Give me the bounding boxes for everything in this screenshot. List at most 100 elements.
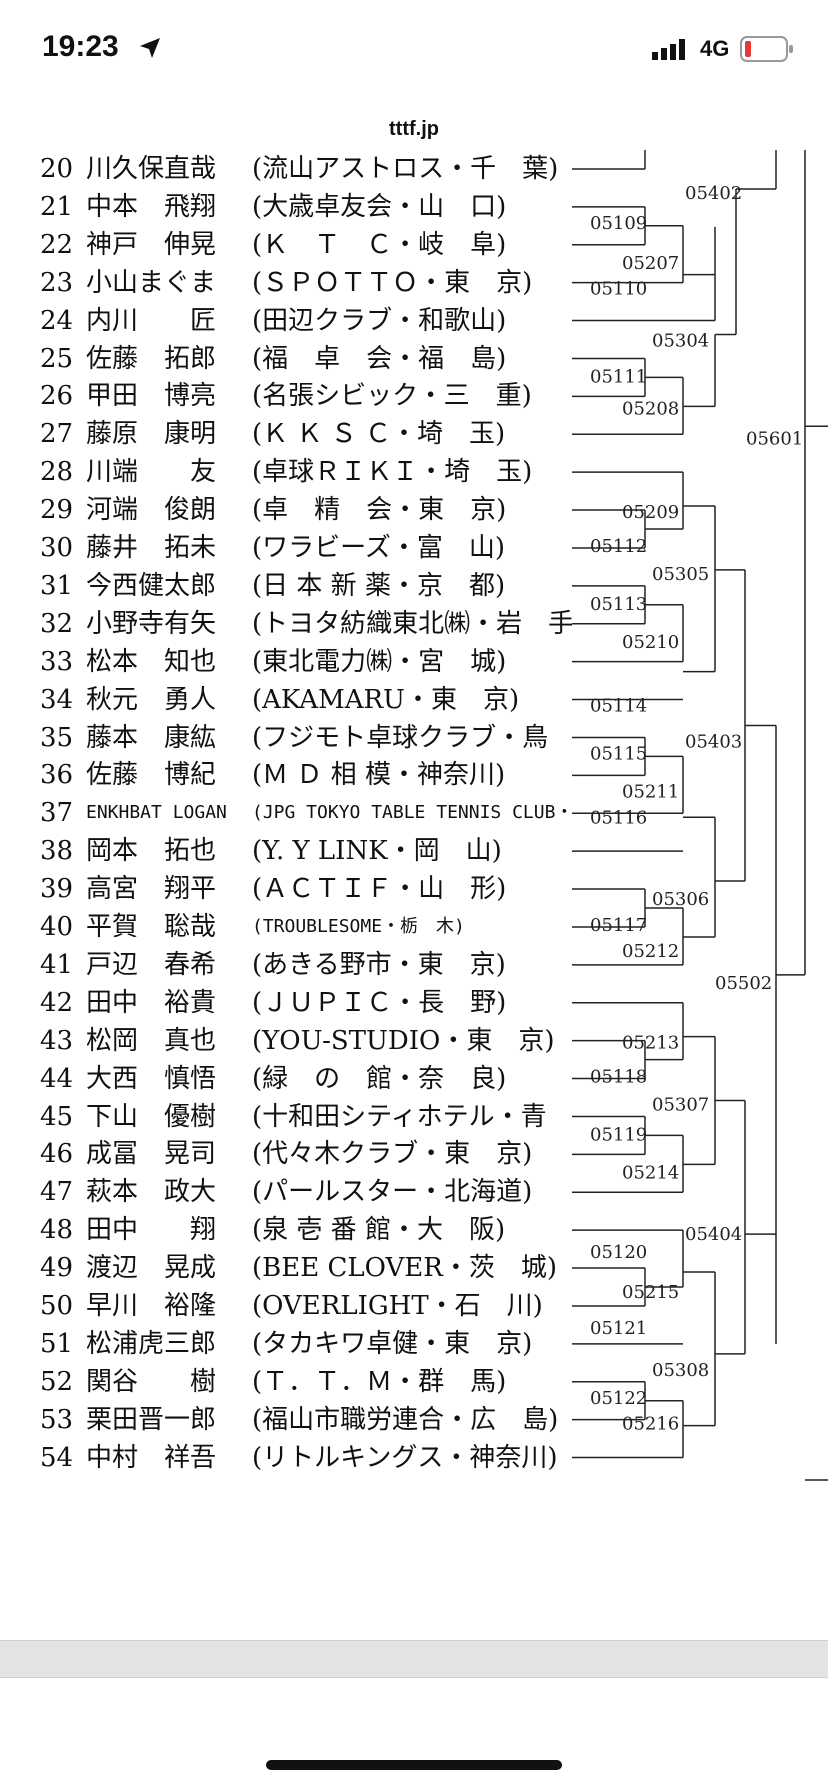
player-club: (Ｋ Ｋ Ｓ Ｃ・埼 玉) bbox=[252, 419, 506, 450]
player-club: (日 本 新 薬・京 都) bbox=[252, 570, 506, 601]
match-code: 05403 bbox=[685, 731, 742, 752]
player-name: 川久保直哉 bbox=[86, 154, 217, 184]
network-type: 4G bbox=[700, 36, 730, 61]
match-code: 05502 bbox=[715, 973, 772, 994]
player-number: 38 bbox=[40, 836, 74, 867]
match-code: 05404 bbox=[685, 1224, 742, 1245]
match-code: 05402 bbox=[685, 183, 742, 204]
player-number: 39 bbox=[40, 874, 74, 905]
player-name: 松本 知也 bbox=[86, 646, 217, 677]
player-name: 戸辺 春希 bbox=[86, 949, 217, 980]
player-name: 神戸 伸晃 bbox=[86, 229, 217, 260]
player-row: 49 渡辺 晃成 (BEE CLOVER・茨 城) bbox=[0, 1249, 828, 1287]
match-code: 05307 bbox=[652, 1094, 709, 1115]
player-number: 40 bbox=[40, 912, 74, 942]
match-code: 05304 bbox=[652, 331, 709, 352]
match-code: 05305 bbox=[652, 564, 709, 585]
player-number: 25 bbox=[40, 343, 74, 374]
player-number: 48 bbox=[40, 1215, 74, 1246]
player-number: 35 bbox=[40, 722, 74, 753]
match-code: 05306 bbox=[652, 889, 709, 910]
player-name: 小野寺有矢 bbox=[86, 608, 217, 639]
player-number: 24 bbox=[40, 305, 74, 336]
player-club: (パールスター・北海道) bbox=[252, 1177, 533, 1208]
match-code: 05112 bbox=[590, 536, 647, 557]
player-row: 54 中村 祥吾 (リトルキングス・神奈川) bbox=[0, 1439, 828, 1477]
player-number: 22 bbox=[40, 229, 74, 260]
player-row: 48 田中 翔 (泉 壱 番 館・大 阪) bbox=[0, 1211, 828, 1249]
player-name: 関谷 樹 bbox=[86, 1366, 217, 1397]
player-club: (BEE CLOVER・茨 城) bbox=[252, 1253, 557, 1284]
player-number: 36 bbox=[40, 760, 74, 791]
status-time: 19:23 bbox=[42, 30, 119, 63]
match-code: 05115 bbox=[590, 743, 647, 764]
player-club: (名張シビック・三 重) bbox=[252, 381, 532, 412]
match-code: 05207 bbox=[622, 253, 679, 274]
player-name: 松浦虎三郎 bbox=[86, 1328, 217, 1359]
player-number: 27 bbox=[40, 419, 74, 450]
player-name: 藤原 康明 bbox=[86, 419, 217, 450]
player-number: 53 bbox=[40, 1404, 74, 1435]
player-name: 岡本 拓也 bbox=[86, 836, 217, 867]
player-name: 藤本 康紘 bbox=[86, 722, 217, 753]
match-code: 05110 bbox=[590, 279, 647, 300]
player-number: 42 bbox=[40, 987, 74, 1018]
player-number: 30 bbox=[40, 533, 74, 563]
player-row: 22 神戸 伸晃 (Ｋ Ｔ Ｃ・岐 阜) bbox=[0, 226, 828, 264]
player-name: 小山まぐま bbox=[86, 267, 217, 298]
player-number: 32 bbox=[40, 608, 74, 639]
player-number: 54 bbox=[40, 1442, 74, 1473]
location-arrow-icon bbox=[140, 38, 160, 58]
player-name: 渡辺 晃成 bbox=[86, 1253, 217, 1284]
home-indicator[interactable] bbox=[266, 1760, 562, 1770]
player-number: 23 bbox=[40, 267, 74, 298]
player-name: 田中 翔 bbox=[86, 1215, 217, 1246]
player-club: (東北電力㈱・宮 城) bbox=[252, 646, 507, 677]
match-code: 05121 bbox=[590, 1318, 647, 1339]
url-bar[interactable]: tttf.jp bbox=[389, 118, 439, 140]
player-club: (流山アストロス・千 葉) bbox=[252, 154, 559, 184]
player-name: 中村 祥吾 bbox=[86, 1442, 217, 1473]
player-number: 45 bbox=[40, 1101, 74, 1132]
player-row: 33 松本 知也 (東北電力㈱・宮 城) bbox=[0, 643, 828, 681]
player-club: (YOU-STUDIO・東 京) bbox=[252, 1025, 555, 1056]
player-number: 50 bbox=[40, 1291, 74, 1321]
player-club: (泉 壱 番 館・大 阪) bbox=[252, 1215, 506, 1246]
player-number: 29 bbox=[40, 495, 74, 526]
player-number: 49 bbox=[40, 1253, 74, 1284]
player-row: 27 藤原 康明 (Ｋ Ｋ Ｓ Ｃ・埼 玉) bbox=[0, 415, 828, 453]
player-club: (卓 精 会・東 京) bbox=[252, 495, 507, 526]
player-club: (緑 の 館・奈 良) bbox=[252, 1063, 507, 1094]
match-code: 05113 bbox=[590, 594, 647, 615]
match-code: 05118 bbox=[590, 1067, 647, 1088]
match-code: 05215 bbox=[622, 1282, 679, 1303]
player-club: (代々木クラブ・東 京) bbox=[252, 1139, 533, 1170]
match-code: 05212 bbox=[622, 941, 679, 962]
player-club: (Ｋ Ｔ Ｃ・岐 阜) bbox=[252, 229, 507, 260]
player-club: (あきる野市・東 京) bbox=[252, 949, 506, 980]
player-number: 52 bbox=[40, 1366, 74, 1397]
cellular-signal-icon bbox=[652, 39, 685, 60]
match-code: 05214 bbox=[622, 1162, 679, 1183]
player-number: 33 bbox=[40, 646, 74, 677]
player-name: 萩本 政大 bbox=[86, 1177, 217, 1208]
player-club: (リトルキングス・神奈川) bbox=[252, 1442, 558, 1473]
